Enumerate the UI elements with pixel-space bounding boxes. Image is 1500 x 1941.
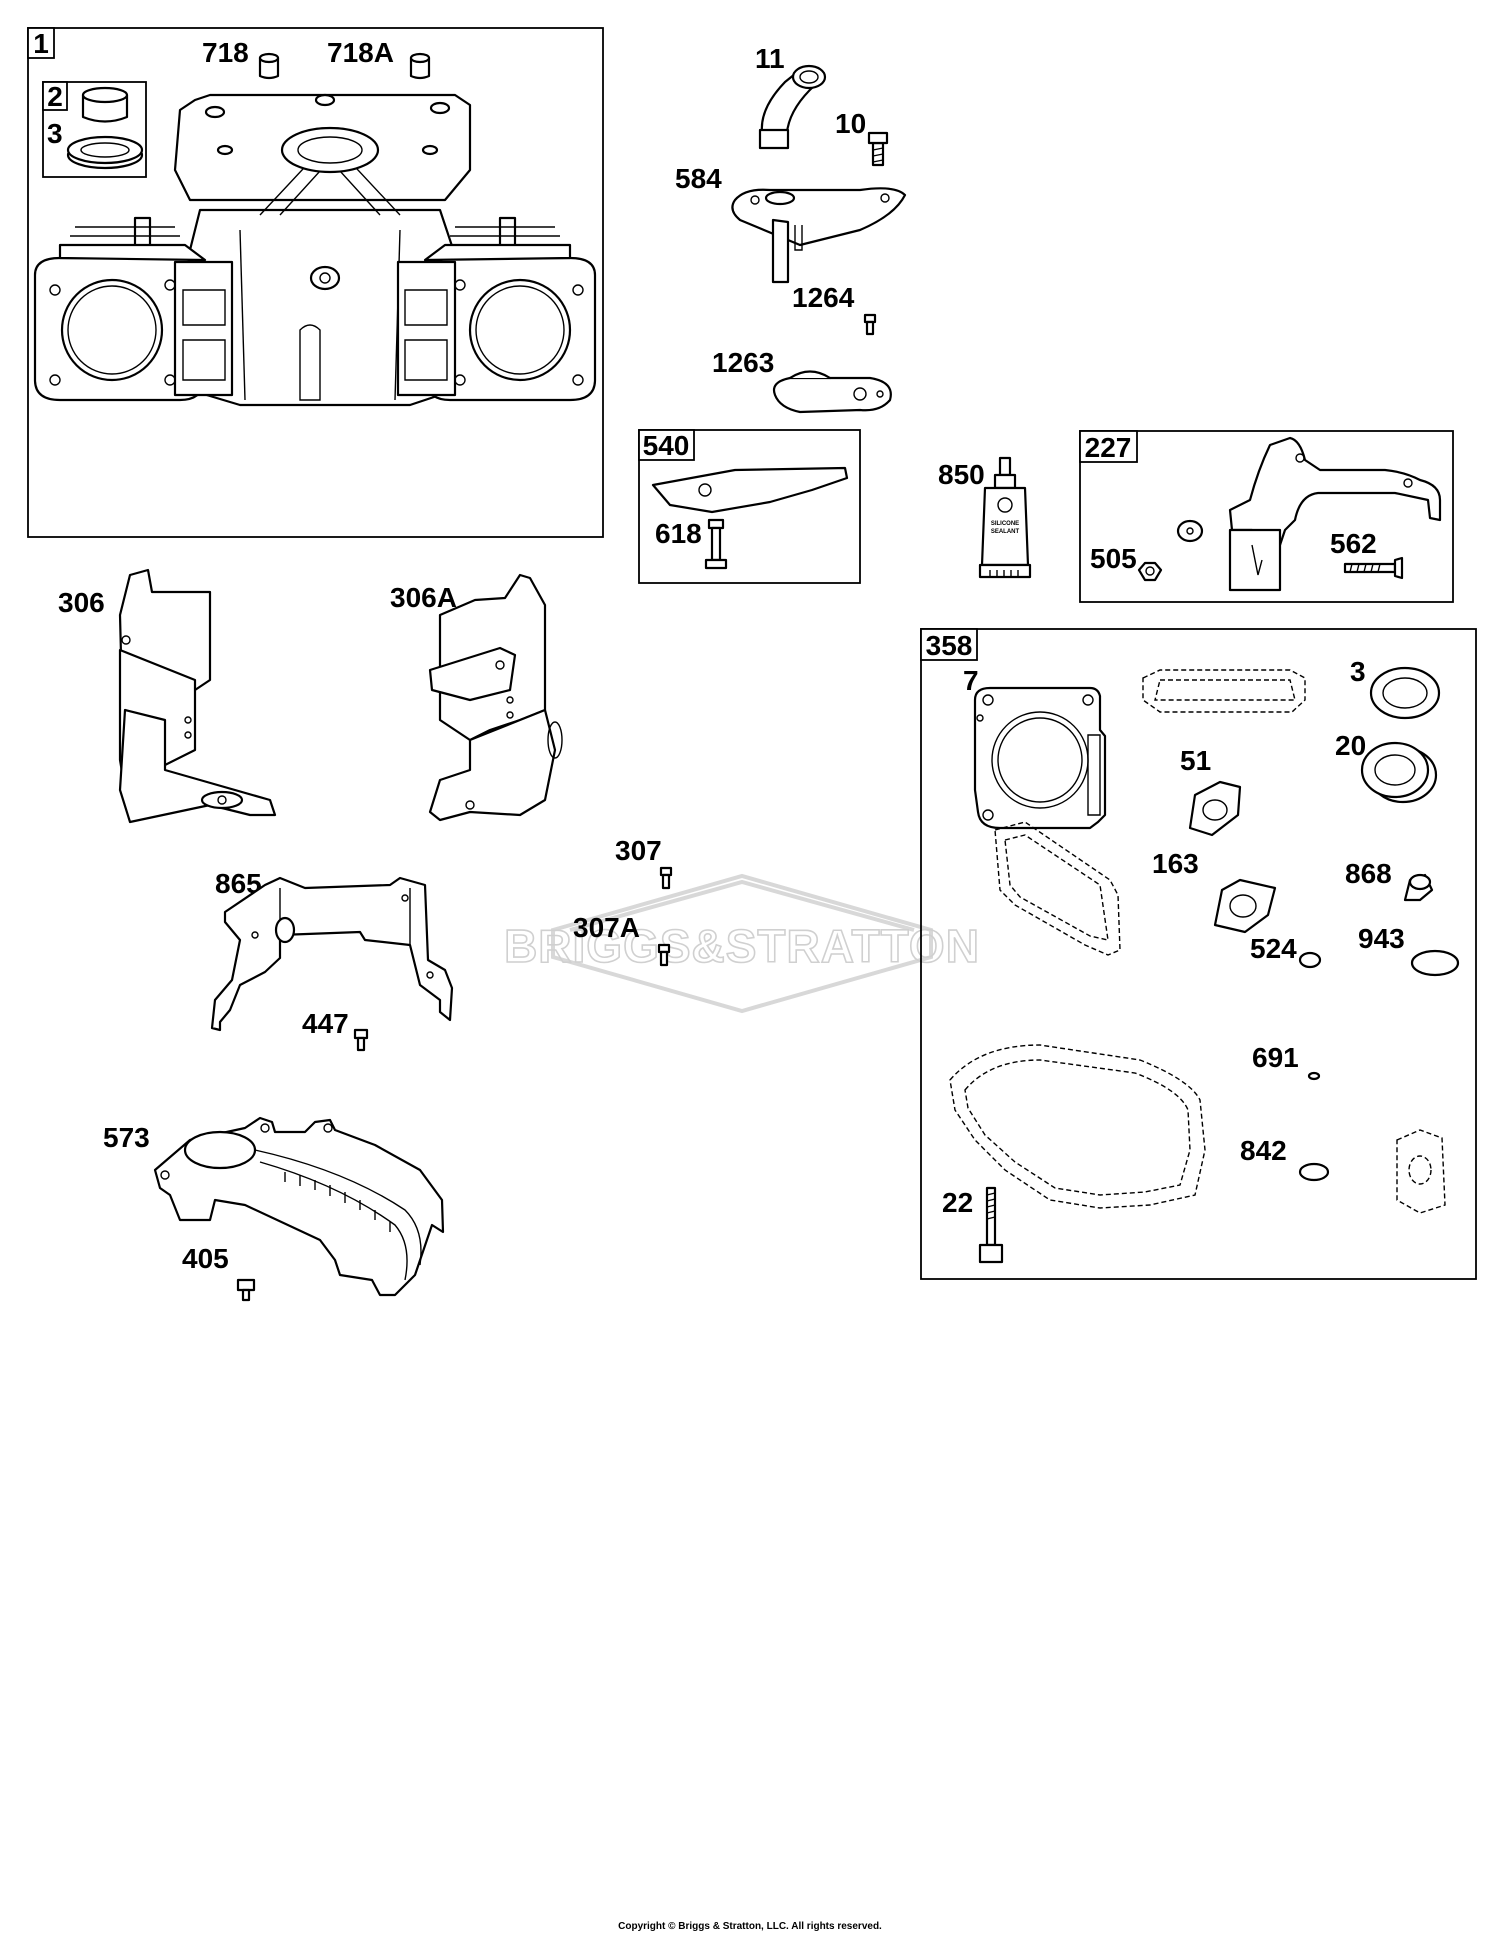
- gasket-540-part: [651, 466, 849, 514]
- label-part-11: 11: [755, 43, 785, 74]
- label-part-718a: 718A: [327, 37, 394, 68]
- screw-10-part: [867, 131, 889, 167]
- screw-1264-part: [863, 313, 877, 336]
- label-part-1264: 1264: [792, 282, 855, 313]
- label-part-943: 943: [1358, 923, 1405, 954]
- cylinder-shroud-306a-part: [428, 573, 563, 822]
- bracket-227-part: [1228, 436, 1442, 592]
- tube-label-line-1: SILICONE: [991, 521, 1019, 527]
- seal-3-part: [1369, 666, 1441, 720]
- silicone-sealant-tube-part: SILICONE SEALANT: [978, 456, 1032, 579]
- label-part-163: 163: [1152, 848, 1199, 879]
- box-2-tab: [42, 81, 68, 111]
- label-part-524: 524: [1250, 933, 1297, 964]
- box-2-frame: [42, 81, 147, 178]
- box-540-frame: [638, 429, 861, 584]
- label-part-618: 618: [655, 518, 702, 549]
- label-part-868: 868: [1345, 858, 1392, 889]
- box-358-label: 358: [926, 630, 973, 661]
- crankcase-gasket-part: [949, 1044, 1206, 1209]
- box-358-tab: [920, 628, 978, 661]
- plate-1263-part: [772, 370, 892, 414]
- label-part-20: 20: [1335, 730, 1366, 761]
- label-part-447: 447: [302, 1008, 349, 1039]
- cylinder-block-part: [33, 93, 597, 407]
- box-227-label: 227: [1085, 432, 1132, 463]
- box-1-frame: [27, 27, 604, 538]
- box-540-label: 540: [643, 430, 690, 461]
- o-ring-943-part: [1410, 949, 1460, 977]
- label-part-505: 505: [1090, 543, 1137, 574]
- box-227-frame: [1079, 430, 1454, 603]
- box-1-tab: [27, 27, 55, 59]
- gasket-51-part: [1188, 780, 1242, 837]
- screw-562-part: [1343, 556, 1404, 580]
- label-part-306a: 306A: [390, 582, 457, 613]
- o-ring-524-part: [1298, 951, 1322, 969]
- box-227-tab: [1079, 430, 1138, 463]
- copyright-footer: Copyright © Briggs & Stratton, LLC. All …: [618, 1921, 882, 1932]
- o-ring-691-part: [1307, 1071, 1321, 1081]
- watermark-logo-text: BRIGGS&STRATTON: [504, 920, 980, 972]
- label-part-3-bearing: 3: [47, 118, 63, 149]
- box-1-label: 1: [33, 28, 49, 59]
- screw-447-part: [353, 1028, 369, 1052]
- screw-307-part: [659, 866, 673, 890]
- gasket-163-part: [1213, 878, 1277, 934]
- label-part-405: 405: [182, 1243, 229, 1274]
- dowel-pin-718a-part: [409, 52, 431, 80]
- screw-307a-part: [657, 943, 671, 967]
- label-part-562: 562: [1330, 528, 1377, 559]
- label-part-3-seal: 3: [1350, 656, 1366, 687]
- gasket-dashed-top-part: [1142, 669, 1306, 713]
- nut-505-part: [1137, 561, 1163, 582]
- briggs-stratton-watermark-logo: BRIGGS&STRATTON: [503, 873, 980, 1014]
- blower-housing-573-part: [153, 1116, 445, 1297]
- bolt-22-part: [978, 1186, 1004, 1264]
- washer-227-part: [1176, 519, 1204, 543]
- label-part-307: 307: [615, 835, 662, 866]
- label-part-691: 691: [1252, 1042, 1299, 1073]
- label-part-307a: 307A: [573, 912, 640, 943]
- screw-405-part: [236, 1278, 256, 1302]
- label-part-22: 22: [942, 1187, 973, 1218]
- breather-plate-584-part: [731, 187, 907, 284]
- gasket-dashed-small-part: [1396, 1129, 1446, 1214]
- label-part-842: 842: [1240, 1135, 1287, 1166]
- label-part-1263: 1263: [712, 347, 774, 378]
- label-part-573: 573: [103, 1122, 150, 1153]
- dowel-pin-718-part: [258, 52, 280, 80]
- seal-20-part: [1360, 741, 1438, 804]
- box-540-tab: [638, 429, 695, 461]
- label-part-850: 850: [938, 459, 985, 490]
- label-part-718: 718: [202, 37, 249, 68]
- tube-label-line-2: SEALANT: [991, 529, 1020, 535]
- oil-seal-part: [66, 135, 144, 170]
- insert-868-part: [1403, 873, 1434, 902]
- box-358-frame: [920, 628, 1477, 1280]
- label-part-10: 10: [835, 108, 866, 139]
- screw-618-part: [704, 518, 728, 570]
- bushing-part: [81, 86, 129, 123]
- box-2-label: 2: [47, 81, 63, 112]
- gasket-dashed-middle-part: [994, 821, 1121, 956]
- baffle-865-part: [210, 876, 454, 1032]
- label-part-51: 51: [1180, 745, 1211, 776]
- label-part-7: 7: [963, 665, 979, 696]
- dipstick-tube-part: [758, 64, 827, 150]
- cylinder-shroud-306-part: [118, 568, 277, 824]
- label-part-306: 306: [58, 587, 105, 618]
- label-part-584: 584: [675, 163, 722, 194]
- head-gasket-7-part: [973, 686, 1107, 830]
- o-ring-842-part: [1298, 1162, 1330, 1182]
